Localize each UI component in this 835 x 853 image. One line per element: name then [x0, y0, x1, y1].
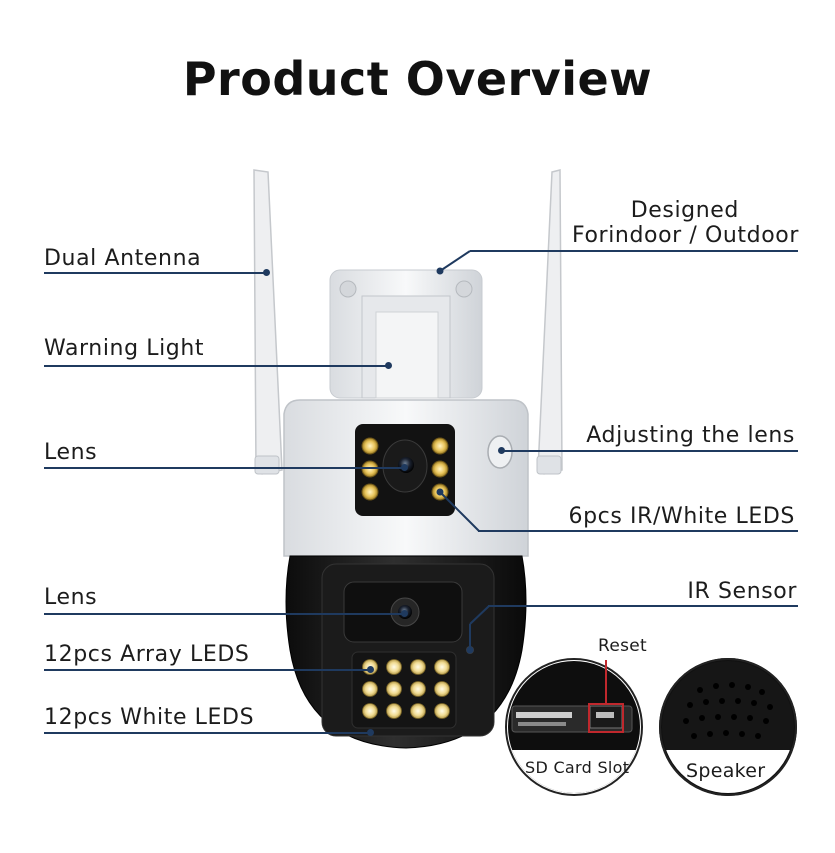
leader-line-ir-white-leds — [478, 530, 798, 532]
leader-dot — [498, 447, 505, 454]
leader-line-array-leds — [44, 669, 370, 671]
page-title: Product Overview — [182, 52, 653, 106]
leader-dot — [401, 610, 408, 617]
label-lens-top: Lens — [44, 440, 98, 465]
leader-diagonal-ir-white-leds — [436, 488, 480, 532]
label-dual-antenna: Dual Antenna — [44, 246, 202, 271]
label-speaker: Speaker — [686, 760, 766, 782]
leader-line-dual-antenna — [44, 272, 266, 274]
label-reset: Reset — [598, 636, 647, 656]
label-ir-sensor: IR Sensor — [687, 579, 797, 604]
leader-diagonal-ir-sensor — [466, 605, 490, 654]
label-array-leds: 12pcs Array LEDS — [44, 642, 250, 667]
leader-dot — [263, 269, 270, 276]
leader-line-lens-bottom — [44, 613, 404, 615]
leader-dot — [385, 362, 392, 369]
leader-diagonal-designed — [436, 250, 471, 275]
leader-line-designed — [470, 250, 798, 252]
label-adjusting-lens: Adjusting the lens — [586, 423, 795, 448]
label-ir-white-leds: 6pcs IR/White LEDS — [568, 504, 795, 529]
leader-line-warning-light — [44, 365, 388, 367]
label-designed-line2: Forindoor / Outdoor — [572, 223, 799, 248]
leader-dot — [367, 666, 374, 673]
label-warning-light: Warning Light — [44, 336, 205, 361]
label-designed-line1: Designed — [630, 198, 739, 223]
label-white-leds: 12pcs White LEDS — [44, 705, 255, 730]
leader-line-white-leds — [44, 732, 370, 734]
left-antenna — [253, 169, 283, 475]
leader-dot — [367, 729, 374, 736]
label-lens-bottom: Lens — [44, 585, 98, 610]
leader-line-lens-top — [44, 467, 404, 469]
label-sd-card-slot: SD Card Slot — [525, 758, 630, 777]
sd-card-inset — [505, 658, 643, 796]
leader-line-adjusting-lens — [502, 450, 798, 452]
leader-dot — [401, 464, 408, 471]
leader-line-ir-sensor — [488, 605, 798, 607]
right-antenna — [536, 169, 563, 475]
speaker-inset — [659, 658, 797, 796]
